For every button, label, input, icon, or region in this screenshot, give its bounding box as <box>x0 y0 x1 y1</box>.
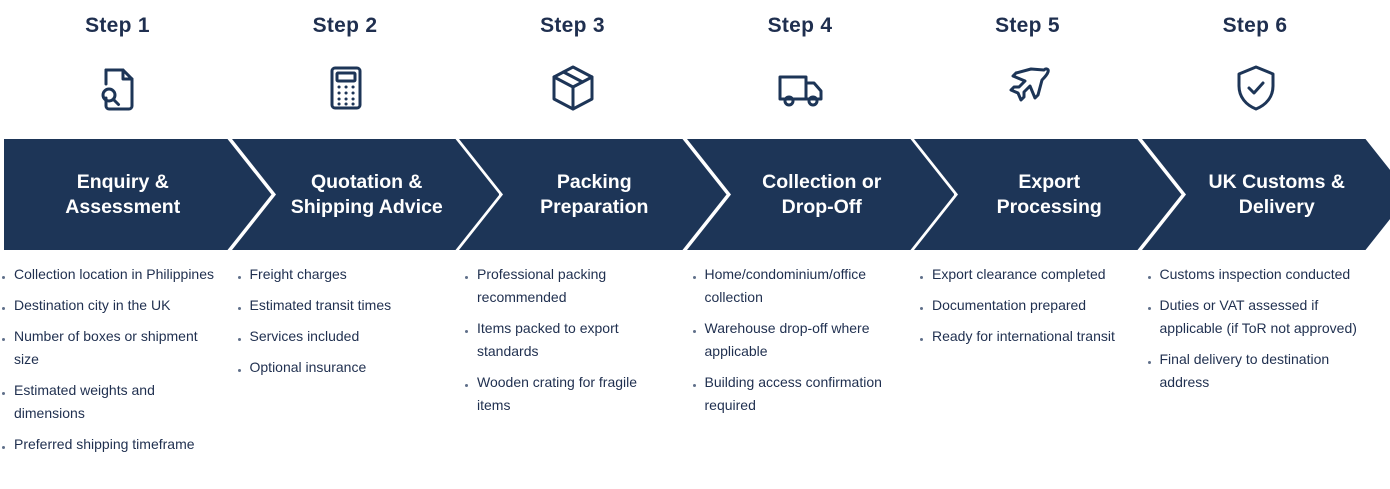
step-label: Step 5 <box>995 14 1060 37</box>
list-item: Building access confirmation required <box>691 371 911 417</box>
list-item: Number of boxes or shipment size <box>0 325 215 371</box>
list-item: Customs inspection conducted <box>1146 263 1361 286</box>
list-item: Home/condominium/office collection <box>691 263 911 309</box>
step-title-line: Processing <box>996 195 1102 218</box>
step-3-chevron <box>459 139 727 250</box>
list-item: Services included <box>236 325 446 348</box>
step-2-chevron <box>231 139 499 250</box>
step-6-chevron <box>1141 139 1390 250</box>
step-label: Step 3 <box>540 14 605 37</box>
step-5-chevron <box>914 139 1182 250</box>
list-item: Professional packing recommended <box>463 263 663 309</box>
step-title-line: UK Customs & <box>1208 170 1345 193</box>
list-item: Estimated weights and dimensions <box>0 379 215 425</box>
step-label: Step 4 <box>767 14 833 37</box>
shield-check-icon <box>1230 62 1282 114</box>
list-item: Final delivery to destination address <box>1146 348 1361 394</box>
step-title-line: Export <box>1018 170 1081 193</box>
step-title-line: Drop-Off <box>781 195 862 218</box>
list-item: Preferred shipping timeframe <box>0 433 215 456</box>
calculator-icon <box>320 62 372 114</box>
list-item: Wooden crating for fragile items <box>463 371 663 417</box>
list-item: Warehouse drop-off where applicable <box>691 317 911 363</box>
step-1-title: Enquiry &Assessment <box>4 139 242 250</box>
list-item: Items packed to export standards <box>463 317 663 363</box>
list-item: Estimated transit times <box>236 294 446 317</box>
step-title-line: Quotation & <box>310 170 423 193</box>
list-item: Documentation prepared <box>918 294 1128 317</box>
airplane-icon <box>1002 62 1054 114</box>
step-label: Step 1 <box>85 14 150 37</box>
list-item: Optional insurance <box>236 356 446 379</box>
step-title-line: Packing <box>556 170 632 193</box>
list-item: Destination city in the UK <box>0 294 215 317</box>
package-box-icon <box>547 62 599 114</box>
step-title-line: Enquiry & <box>76 170 169 193</box>
step-4-chevron <box>686 139 954 250</box>
list-item: Ready for international transit <box>918 325 1128 348</box>
step-title-line: Delivery <box>1238 195 1315 218</box>
step-2-title: Quotation &Shipping Advice <box>265 139 470 250</box>
step-label: Step 2 <box>312 14 378 37</box>
delivery-truck-icon <box>775 62 827 114</box>
step-title-line: Collection or <box>762 170 882 193</box>
list-item: Freight charges <box>236 263 446 286</box>
list-item: Export clearance completed <box>918 263 1128 286</box>
list-item: Collection location in Philippines <box>0 263 215 286</box>
document-search-icon <box>92 62 144 114</box>
step-title-line: Preparation <box>540 195 649 218</box>
step-title-line: Shipping Advice <box>290 195 443 218</box>
step-label: Step 6 <box>1222 14 1288 37</box>
step-6-title: UK Customs &Delivery <box>1175 139 1380 250</box>
list-item: Duties or VAT assessed if applicable (if… <box>1146 294 1361 340</box>
step-1-chevron <box>4 139 272 250</box>
step-title-line: Assessment <box>65 195 181 218</box>
